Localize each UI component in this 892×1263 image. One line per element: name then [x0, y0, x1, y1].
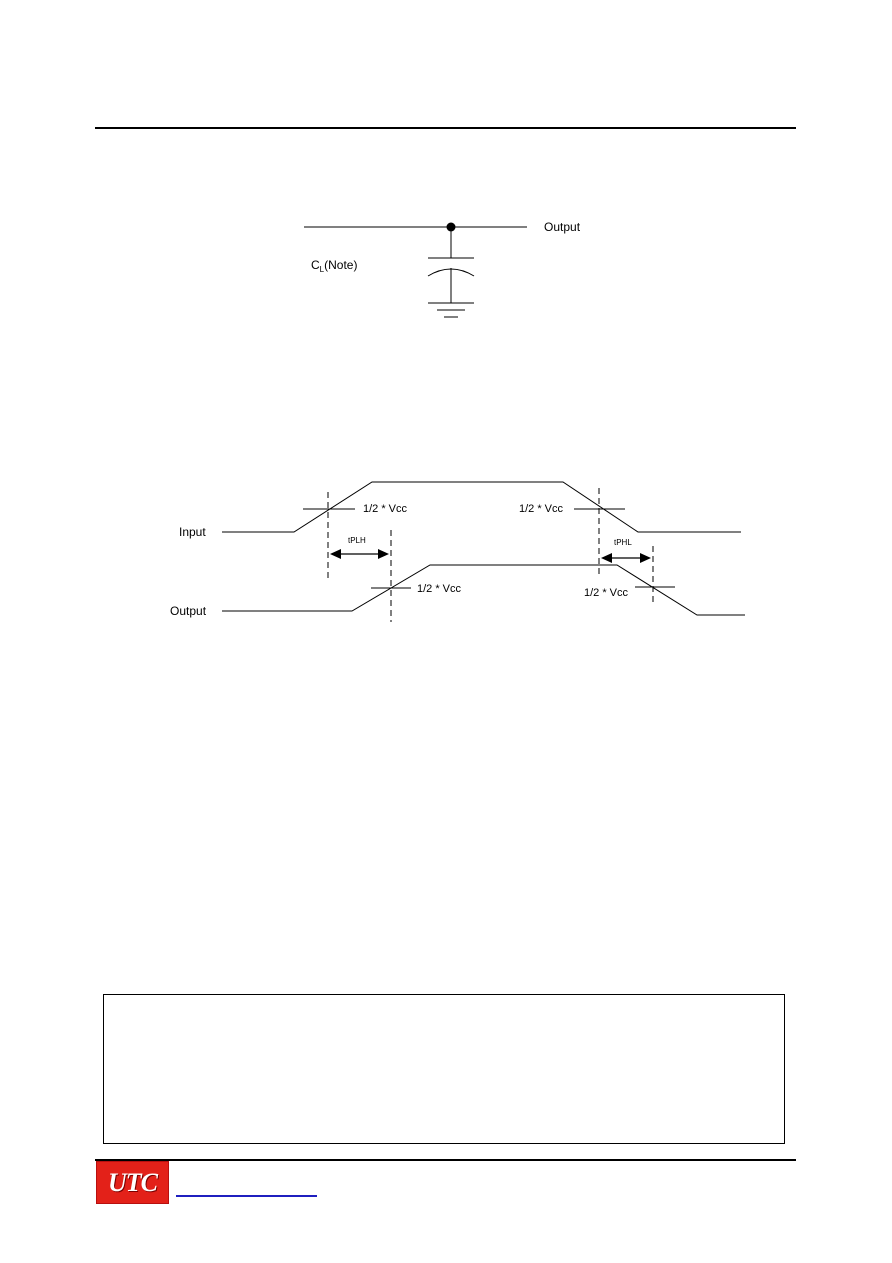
output-label: Output: [170, 604, 207, 618]
utc-logo-text: UTC: [108, 1167, 158, 1197]
utc-logo: UTC: [96, 1161, 169, 1204]
tphl-label: tPHL: [614, 538, 632, 547]
threshold-input-rise: 1/2 * Vcc: [363, 503, 408, 515]
threshold-output-fall: 1/2 * Vcc: [584, 587, 629, 599]
header-rule: [95, 127, 796, 129]
threshold-output-rise: 1/2 * Vcc: [417, 583, 462, 595]
tplh-label: tPLH: [348, 536, 366, 545]
note-box: [103, 994, 785, 1144]
test-circuit: [304, 226, 527, 318]
input-waveform: [222, 481, 741, 533]
tplh-arrow: [330, 549, 389, 559]
junction-dot: [446, 222, 456, 232]
website-link[interactable]: [176, 1195, 317, 1197]
output-waveform: [222, 564, 745, 616]
cap-label-sub: L: [320, 265, 325, 274]
cap-label: CL(Note): [311, 258, 357, 274]
tphl-arrow: [601, 553, 651, 563]
input-label: Input: [179, 525, 206, 539]
circuit-output-label: Output: [544, 220, 581, 234]
cap-label-note: (Note): [324, 258, 357, 272]
footer-rule: [95, 1159, 796, 1161]
threshold-input-fall: 1/2 * Vcc: [519, 503, 564, 515]
cap-label-main: C: [311, 258, 320, 272]
